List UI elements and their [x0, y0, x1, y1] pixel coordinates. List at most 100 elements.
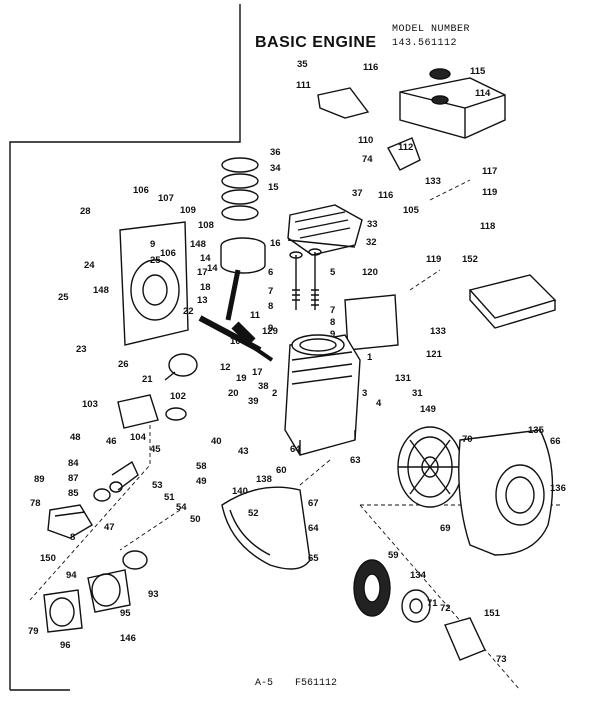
bracket-111 — [317, 87, 370, 119]
callout-151: 151 — [484, 608, 501, 619]
cylinder-block — [284, 334, 361, 456]
callout-150: 150 — [40, 553, 56, 564]
callout-63: 63 — [350, 455, 361, 466]
rewind-starter-cup — [353, 559, 391, 617]
callout-13: 13 — [197, 295, 208, 306]
callout-18: 18 — [200, 282, 211, 293]
callout-14b: 14 — [207, 263, 218, 274]
callout-116: 116 — [363, 62, 378, 73]
callout-149: 149 — [420, 404, 436, 415]
callout-38: 38 — [258, 381, 269, 392]
page-reference: A-5 — [255, 678, 274, 689]
callout-52: 52 — [248, 508, 259, 519]
callout-74: 74 — [362, 154, 373, 165]
callout-148b: 148 — [93, 285, 109, 296]
callout-9c: 9 — [330, 329, 335, 340]
callout-117: 117 — [482, 166, 497, 177]
callout-1: 1 — [367, 352, 373, 363]
callout-37: 37 — [352, 188, 363, 199]
callout-33: 33 — [367, 219, 378, 230]
callout-45: 45 — [150, 444, 161, 455]
frame-border — [9, 4, 241, 690]
callout-119b: 119 — [426, 254, 441, 265]
callout-116b: 116 — [378, 190, 393, 201]
callout-17: 17 — [197, 267, 208, 278]
callout-95: 95 — [120, 608, 131, 619]
callout-64: 64 — [290, 444, 301, 455]
callout-78: 78 — [30, 498, 41, 509]
callout-109: 109 — [180, 205, 196, 216]
callout-148: 148 — [190, 239, 206, 250]
callout-7b: 7 — [330, 305, 335, 316]
callout-112: 112 — [398, 142, 413, 153]
callout-25b: 25 — [58, 292, 69, 303]
carburetor — [47, 504, 93, 539]
callout-146: 146 — [120, 633, 136, 644]
callout-121: 121 — [426, 349, 443, 360]
callout-54: 54 — [176, 502, 187, 513]
callout-6: 6 — [268, 267, 273, 278]
callout-94: 94 — [66, 570, 77, 581]
callout-131: 131 — [395, 373, 412, 384]
callout-70: 70 — [462, 434, 473, 445]
callout-93: 93 — [148, 589, 159, 600]
air-filter-pad — [468, 274, 557, 329]
callout-48: 48 — [70, 432, 81, 443]
cylinder-head — [287, 204, 363, 256]
callout-5: 5 — [330, 267, 336, 278]
callout-19: 19 — [236, 373, 247, 384]
callout-102: 102 — [170, 391, 186, 402]
breather-plate — [344, 294, 399, 351]
callout-4: 4 — [376, 398, 382, 409]
model-number-value: 143.561112 — [392, 38, 458, 49]
callout-110: 110 — [358, 135, 373, 146]
bracket-112 — [387, 137, 421, 171]
callout-59: 59 — [388, 550, 399, 561]
callout-71: 71 — [427, 598, 438, 609]
callout-120: 120 — [362, 267, 378, 278]
callout-21: 21 — [142, 374, 153, 385]
piston — [220, 237, 266, 274]
diagram-title: BASIC ENGINE — [255, 34, 377, 51]
callout-53: 53 — [152, 480, 163, 491]
callout-136: 136 — [550, 483, 566, 494]
callout-20: 20 — [228, 388, 239, 399]
callout-106b: 106 — [160, 248, 176, 259]
callout-51: 51 — [164, 492, 175, 503]
callout-24: 24 — [84, 260, 95, 271]
callout-87: 87 — [68, 473, 79, 484]
callout-73: 73 — [496, 654, 507, 665]
callout-129: 129 — [262, 326, 278, 337]
callout-89: 89 — [34, 474, 45, 485]
crankcase-side-cover — [119, 221, 189, 346]
callout-40: 40 — [211, 436, 222, 447]
callout-9: 9 — [150, 239, 155, 250]
base-plate — [221, 486, 311, 570]
callout-67: 67 — [308, 498, 319, 509]
callout-50: 50 — [190, 514, 201, 525]
assembly-guide-lines — [29, 179, 560, 691]
callout-22: 22 — [183, 306, 194, 317]
callout-numbers: 35 116 115 114 111 36 110 34 74 112 133 … — [28, 59, 566, 665]
callout-58: 58 — [196, 461, 207, 472]
blower-housing — [458, 429, 554, 556]
callout-39: 39 — [248, 396, 259, 407]
diagram-code: F561112 — [295, 678, 338, 689]
callout-138: 138 — [256, 474, 272, 485]
callout-26: 26 — [118, 359, 129, 370]
callout-135: 135 — [528, 425, 545, 436]
callout-43: 43 — [238, 446, 249, 457]
callout-25: 25 — [150, 255, 161, 266]
callout-60: 60 — [276, 465, 287, 476]
callout-34: 34 — [270, 163, 281, 174]
callout-134: 134 — [410, 570, 427, 581]
callout-140: 140 — [232, 486, 248, 497]
callout-28: 28 — [80, 206, 91, 217]
callout-11: 11 — [250, 310, 261, 321]
crankshaft — [198, 315, 274, 362]
governor-parts — [93, 460, 139, 502]
callout-111: 111 — [296, 80, 312, 91]
callout-133: 133 — [425, 176, 441, 187]
callout-69: 69 — [440, 523, 451, 534]
callout-23: 23 — [76, 344, 87, 355]
